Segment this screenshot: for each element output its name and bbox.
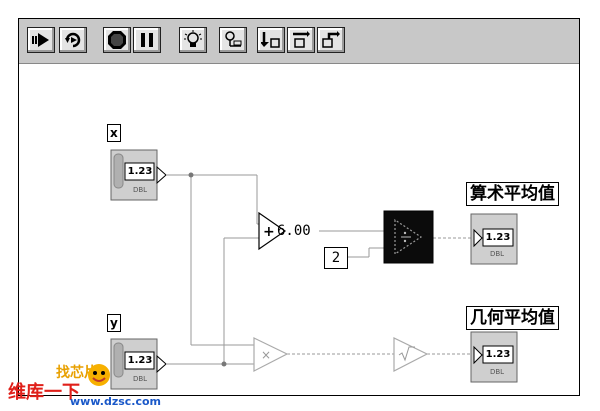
abort-button[interactable]	[103, 27, 131, 53]
step-into-button[interactable]	[257, 27, 285, 53]
watermark-brand: 维库一下	[8, 382, 80, 403]
y-terminal-value: 1.23	[127, 355, 153, 366]
square-root-node[interactable]	[393, 337, 429, 372]
arithmetic-mean-indicator-terminal[interactable]	[470, 213, 518, 265]
sum-constant-display: 6.00	[277, 223, 311, 239]
step-out-button[interactable]	[317, 27, 345, 53]
pause-button[interactable]	[133, 27, 161, 53]
step-over-icon	[293, 31, 310, 48]
add-node[interactable]: +	[258, 211, 287, 251]
pause-icon	[141, 33, 153, 47]
diagram-area: + ×	[19, 64, 579, 395]
junction-dot	[221, 361, 227, 367]
multiply-node[interactable]: ×	[253, 337, 289, 372]
step-out-icon	[322, 31, 340, 48]
geometric-mean-indicator-terminal[interactable]	[470, 331, 518, 383]
arithmetic-mean-value: 1.23	[485, 232, 511, 243]
step-over-button[interactable]	[287, 27, 315, 53]
x-terminal-type: DBL	[132, 186, 148, 194]
junction-dot	[188, 172, 194, 178]
y-label: y	[107, 314, 121, 332]
x-control-terminal[interactable]	[110, 149, 167, 201]
y-terminal-type: DBL	[132, 375, 148, 383]
run-continuously-button[interactable]	[59, 27, 87, 53]
mascot-icon	[88, 364, 110, 386]
stop-icon	[108, 31, 126, 49]
svg-text:×: ×	[261, 348, 271, 362]
wire-layer: + ×	[110, 149, 518, 390]
divide-node[interactable]	[383, 210, 434, 264]
geometric-mean-label: 几何平均值	[466, 306, 559, 330]
run-arrow-icon	[32, 33, 49, 47]
svg-text:+: +	[263, 224, 275, 240]
step-into-icon	[261, 32, 280, 48]
run-button[interactable]	[27, 27, 55, 53]
y-control-terminal[interactable]	[110, 338, 167, 390]
lightbulb-icon	[184, 30, 202, 47]
watermark-url[interactable]: www.dzsc.com	[70, 395, 162, 408]
toolbar	[19, 19, 579, 64]
geometric-mean-value: 1.23	[485, 349, 511, 360]
watermark-logo-text: 找芯片	[56, 365, 98, 381]
x-label: x	[107, 124, 121, 142]
divisor-constant[interactable]: 2	[324, 247, 348, 269]
geometric-mean-type: DBL	[489, 368, 505, 376]
arithmetic-mean-label: 算术平均值	[466, 182, 559, 206]
x-terminal-value: 1.23	[127, 166, 153, 177]
retain-wire-values-button[interactable]	[219, 27, 247, 53]
block-diagram-window: + ×	[18, 18, 580, 396]
probe-icon	[225, 31, 242, 47]
run-continuously-icon	[65, 32, 81, 48]
highlight-execution-button[interactable]	[179, 27, 207, 53]
arithmetic-mean-type: DBL	[489, 250, 505, 258]
